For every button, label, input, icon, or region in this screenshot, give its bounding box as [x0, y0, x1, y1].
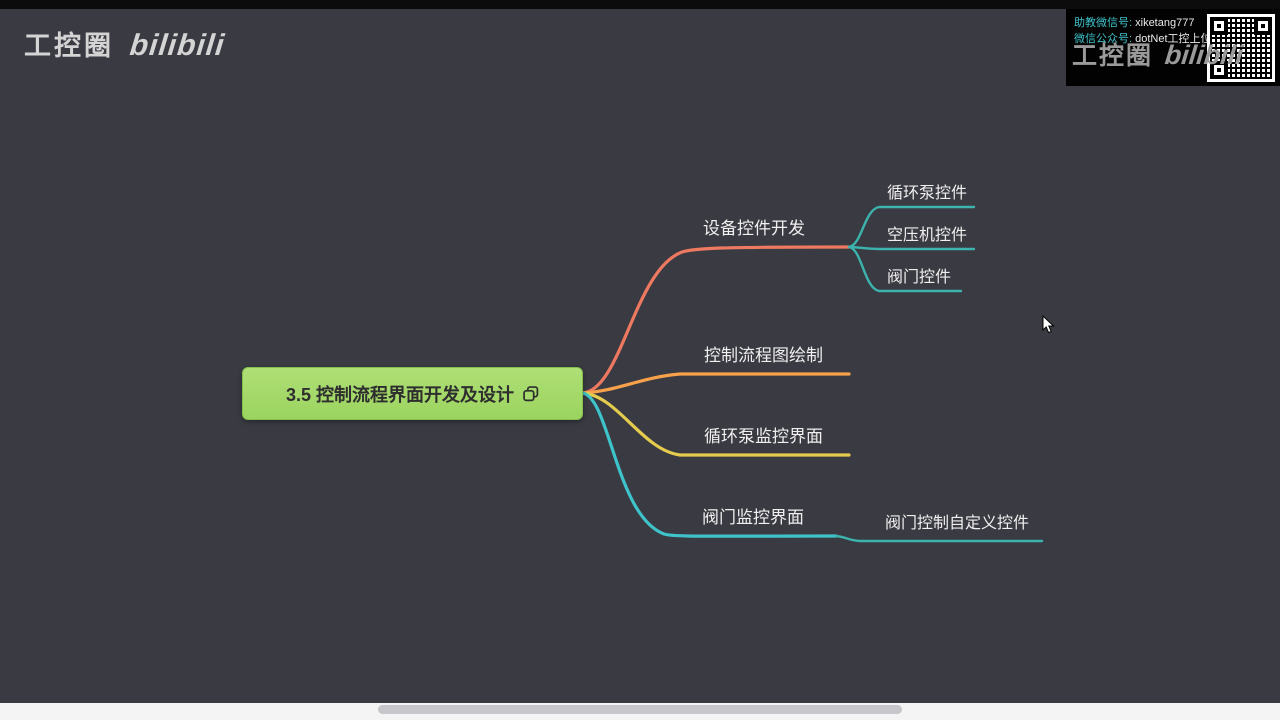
topic-device-controls[interactable]: 设备控件开发: [703, 219, 805, 238]
top-black-strip: [0, 0, 1280, 9]
info-box: 助教微信号: xiketang777 微信公众号: dotNet工控上位机: [1066, 9, 1280, 86]
brand-name: 工控圈: [24, 31, 114, 61]
topic-valve-monitor[interactable]: 阀门监控界面: [702, 508, 804, 527]
mouse-cursor: [1042, 314, 1056, 340]
horizontal-scrollbar-thumb[interactable]: [378, 705, 902, 714]
child-line-compressor-control: [847, 245, 976, 251]
branch-line-flow-diagram: [581, 372, 851, 395]
qr-code: [1207, 14, 1275, 82]
branch-line-device-controls: [581, 245, 851, 395]
official-account-value: dotNet工控上位机: [1135, 33, 1223, 45]
topic-flow-diagram[interactable]: 控制流程图绘制: [704, 346, 823, 365]
topic-valve-custom-control[interactable]: 阀门控制自定义控件: [885, 515, 1030, 532]
assistant-wechat-line: 助教微信号: xiketang777: [1074, 14, 1194, 30]
brand-watermark-right: 工控圈 bilibili: [1072, 36, 1245, 72]
assistant-wechat-label: 助教微信号:: [1074, 17, 1133, 29]
copy-icon[interactable]: [523, 385, 539, 402]
root-topic-label: 3.5 控制流程界面开发及设计: [285, 384, 515, 405]
qr-finder-top-right: [1254, 17, 1272, 35]
qr-pattern: [1210, 17, 1272, 79]
topic-pump-control[interactable]: 循环泵控件: [887, 185, 968, 202]
topic-valve-control[interactable]: 阀门控件: [887, 269, 952, 286]
bilibili-logo: bilibili: [128, 29, 227, 62]
topic-pump-monitor[interactable]: 循环泵监控界面: [704, 427, 823, 446]
brand-top-left: 工控圈 bilibili: [24, 24, 227, 63]
mindmap-root-topic[interactable]: 3.5 控制流程界面开发及设计: [242, 367, 583, 420]
watermark-brand-name: 工控圈: [1072, 42, 1154, 70]
official-account-label: 微信公众号:: [1074, 33, 1133, 45]
watermark-bilibili-logo: bilibili: [1163, 40, 1245, 70]
topic-compressor-control[interactable]: 空压机控件: [887, 227, 968, 244]
qr-finder-top-left: [1210, 17, 1228, 35]
official-account-line: 微信公众号: dotNet工控上位机: [1074, 30, 1223, 46]
qr-finder-bottom-left: [1210, 61, 1228, 79]
child-line-valve-custom-control: [834, 534, 1044, 543]
horizontal-scrollbar-track[interactable]: [0, 703, 1280, 720]
assistant-wechat-value: xiketang777: [1135, 17, 1195, 29]
